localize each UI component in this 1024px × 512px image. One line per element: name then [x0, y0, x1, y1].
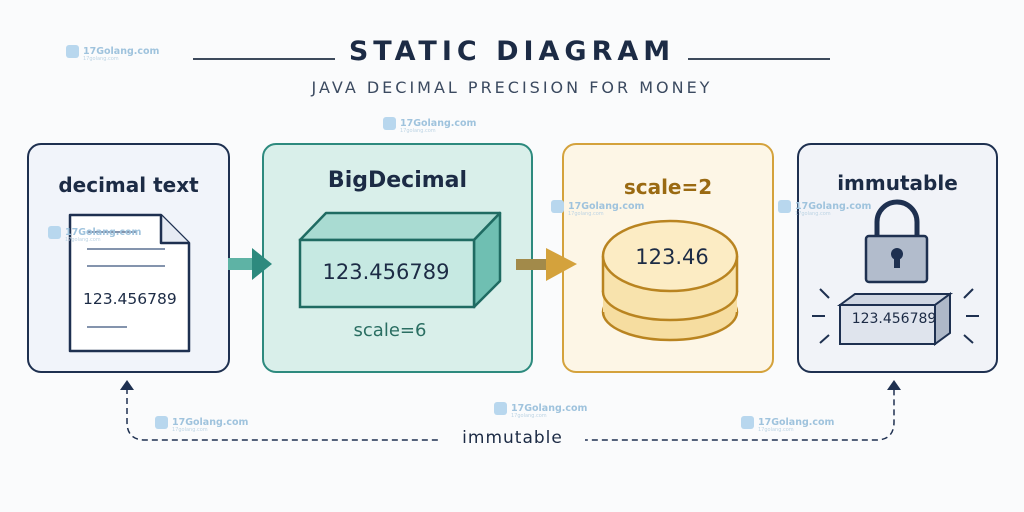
diagram-title: STATIC DIAGRAM	[348, 36, 676, 67]
bigdecimal-scale-label: scale=6	[353, 320, 427, 341]
title-rule-right	[688, 58, 830, 60]
connector-label: immutable	[440, 428, 585, 448]
watermark-logo-icon	[66, 45, 79, 58]
watermark-logo-icon	[383, 117, 396, 130]
immutable-value: 123.456789	[851, 311, 937, 327]
lock-icon	[864, 199, 929, 284]
watermark-logo-icon	[741, 416, 754, 429]
immutable-connector	[120, 380, 901, 441]
watermark-logo-icon	[494, 402, 507, 415]
watermark-logo-icon	[48, 226, 61, 239]
arrow-to-bigdecimal	[228, 248, 272, 280]
diagram-subtitle: JAVA DECIMAL PRECISION FOR MONEY	[311, 78, 713, 97]
document-value: 123.456789	[83, 290, 177, 308]
coin-stack-icon	[601, 219, 739, 342]
panel-title-bigdecimal: BigDecimal	[327, 168, 468, 193]
rounded-value: 123.46	[635, 245, 709, 269]
watermark-logo-icon	[155, 416, 168, 429]
locked-value-block	[812, 288, 979, 346]
box-3d-icon	[298, 211, 502, 309]
title-rule-left	[193, 58, 335, 60]
panel-title-decimal-text: decimal text	[58, 173, 199, 197]
document-icon	[68, 213, 191, 353]
watermark-logo-icon	[551, 200, 564, 213]
bigdecimal-value: 123.456789	[322, 260, 450, 284]
panel-title-immutable: immutable	[837, 171, 958, 195]
panel-title-scale: scale=2	[623, 175, 713, 199]
arrow-to-rounded	[516, 248, 577, 281]
watermark-logo-icon	[778, 200, 791, 213]
